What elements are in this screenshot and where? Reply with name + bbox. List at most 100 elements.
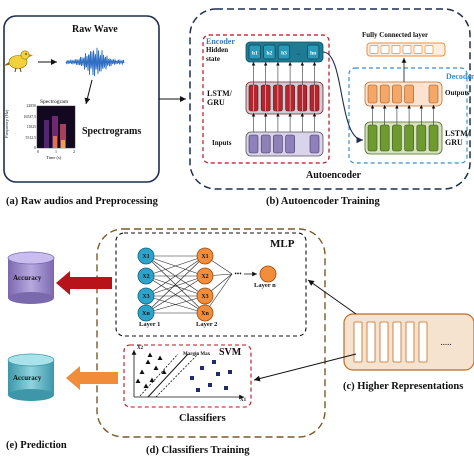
mlp-input-label: X2 xyxy=(142,274,149,280)
panel-b-frame xyxy=(189,8,471,190)
representation-cell xyxy=(418,321,428,363)
mlp-hidden-label: X1 xyxy=(201,254,208,260)
hidden-cell-label: ... xyxy=(297,51,302,57)
spectrogram-ytick: 5512.5 xyxy=(25,135,36,140)
raw-wave-title: Raw Wave xyxy=(72,24,118,35)
fc-cell xyxy=(424,45,434,54)
svm-box xyxy=(123,344,252,408)
svm-square-point xyxy=(196,388,200,392)
decoder-lstm-cell xyxy=(428,124,439,152)
caption-e: (e) Prediction xyxy=(6,440,67,451)
hidden-cell-label: h1 xyxy=(252,51,258,57)
decoder-label: Decoder xyxy=(446,72,474,81)
mlp-hidden-node xyxy=(196,267,214,285)
mlp-edge xyxy=(145,255,206,297)
representation-cell xyxy=(353,321,363,363)
spectrogram-xtick: 2 xyxy=(73,149,75,154)
panel-a-frame xyxy=(3,15,160,183)
spectrogram xyxy=(36,105,76,149)
decoder-lstm-label: LSTM/ GRU xyxy=(445,129,470,147)
accuracy-bottom-label: Accuracy xyxy=(13,374,42,382)
decoder-output-cell xyxy=(379,84,390,104)
spectrogram-ytick: 11025 xyxy=(26,125,36,129)
svm-square-point xyxy=(212,360,216,364)
hidden-cell-label: hn xyxy=(310,51,316,57)
spectrogram-plot-title: Spectrogram xyxy=(40,99,69,105)
svm-square-point xyxy=(208,383,212,387)
spectrogram-xtick: 0 xyxy=(37,149,39,154)
decoder-output-cell xyxy=(367,84,378,104)
decoder-output-cell xyxy=(428,84,439,104)
encoder-input-cell xyxy=(248,134,259,154)
caption-c: (c) Higher Representations xyxy=(343,381,464,392)
svm-triangle-point xyxy=(147,352,153,357)
mlp-input-label: X1 xyxy=(142,254,149,260)
mlp-input-node xyxy=(137,267,155,285)
spectrogram-ylabel: Frequency (Hz) xyxy=(4,109,9,138)
classifiers-label: Classifiers xyxy=(179,413,226,424)
layer2-label: Layer 2 xyxy=(196,321,218,328)
decoder-lstm-cell xyxy=(392,124,402,152)
arrow-to-accuracy-top xyxy=(56,271,112,295)
mlp-hidden-node xyxy=(196,304,214,322)
svm-triangle-point xyxy=(157,355,163,360)
arrow-to-accuracy-bottom xyxy=(66,366,118,390)
panel-a xyxy=(3,15,160,183)
decoder-lstm-cell xyxy=(416,124,427,152)
mlp-output-node xyxy=(259,265,277,283)
representation-cell xyxy=(379,321,389,363)
arrow-c-to-mlp xyxy=(307,279,357,315)
svm-x2-label: X2 xyxy=(137,346,144,351)
encoder-label: Encoder xyxy=(206,37,235,46)
accuracy-cylinder-bottom xyxy=(7,353,55,401)
mlp-edge xyxy=(145,295,206,314)
autoencoder-label: Autoencoder xyxy=(306,170,361,181)
spectrogram-xticks: 0 1 2 xyxy=(37,149,75,154)
layer1-label: Layer 1 xyxy=(139,321,161,328)
encoder-input-cell xyxy=(309,134,320,154)
encoder-lstm-label: LSTM/ GRU xyxy=(207,89,232,107)
spectrogram-ytick: 22050 xyxy=(26,104,37,108)
mlp-input-label: X3 xyxy=(142,294,149,300)
svm-triangle-point xyxy=(149,377,155,382)
accuracy-cylinder-top xyxy=(7,251,55,304)
mlp-edge xyxy=(145,275,206,297)
bird-icon xyxy=(3,50,33,73)
mlp-input-node xyxy=(137,247,155,265)
decoder-box xyxy=(348,67,468,164)
mlp-hidden-label: X3 xyxy=(201,294,208,300)
representation-cell xyxy=(392,321,402,363)
encoder-input-cell xyxy=(273,134,283,154)
spectrogram-xlabel: Time (s) xyxy=(46,155,62,160)
svm-square-point xyxy=(224,386,228,390)
fc-cell xyxy=(380,45,390,54)
panel-d-frame xyxy=(96,228,326,438)
hidden-cell xyxy=(277,44,291,60)
spectrogram-xtick: 1 xyxy=(55,149,57,154)
margin-max-label: Margin Max xyxy=(183,352,211,357)
spectrograms-label: Spectrograms xyxy=(82,126,142,137)
hidden-cell xyxy=(248,44,261,60)
decoder-output-cell xyxy=(392,84,402,104)
hidden-cell xyxy=(263,44,276,60)
fc-cell xyxy=(369,45,379,54)
caption-b: (b) Autoencoder Training xyxy=(266,196,380,207)
mlp-input-label: Xn xyxy=(142,311,150,317)
svm-square-point xyxy=(216,372,220,376)
encoder-box xyxy=(202,34,330,164)
svm-triangle-point xyxy=(153,365,159,370)
mlp-ellipsis: ••• xyxy=(234,270,242,278)
fc-cell xyxy=(413,45,423,54)
decoder-lstm-cell xyxy=(379,124,390,152)
mlp-edge xyxy=(145,255,206,314)
representation-cell xyxy=(405,321,415,363)
mlp-hidden-node xyxy=(196,287,214,305)
svm-triangle-point xyxy=(135,378,141,383)
mlp-input-node xyxy=(137,304,155,322)
svm-square-point xyxy=(228,370,232,374)
caption-d: (d) Classifiers Training xyxy=(146,445,250,456)
mlp-input-node xyxy=(137,287,155,305)
